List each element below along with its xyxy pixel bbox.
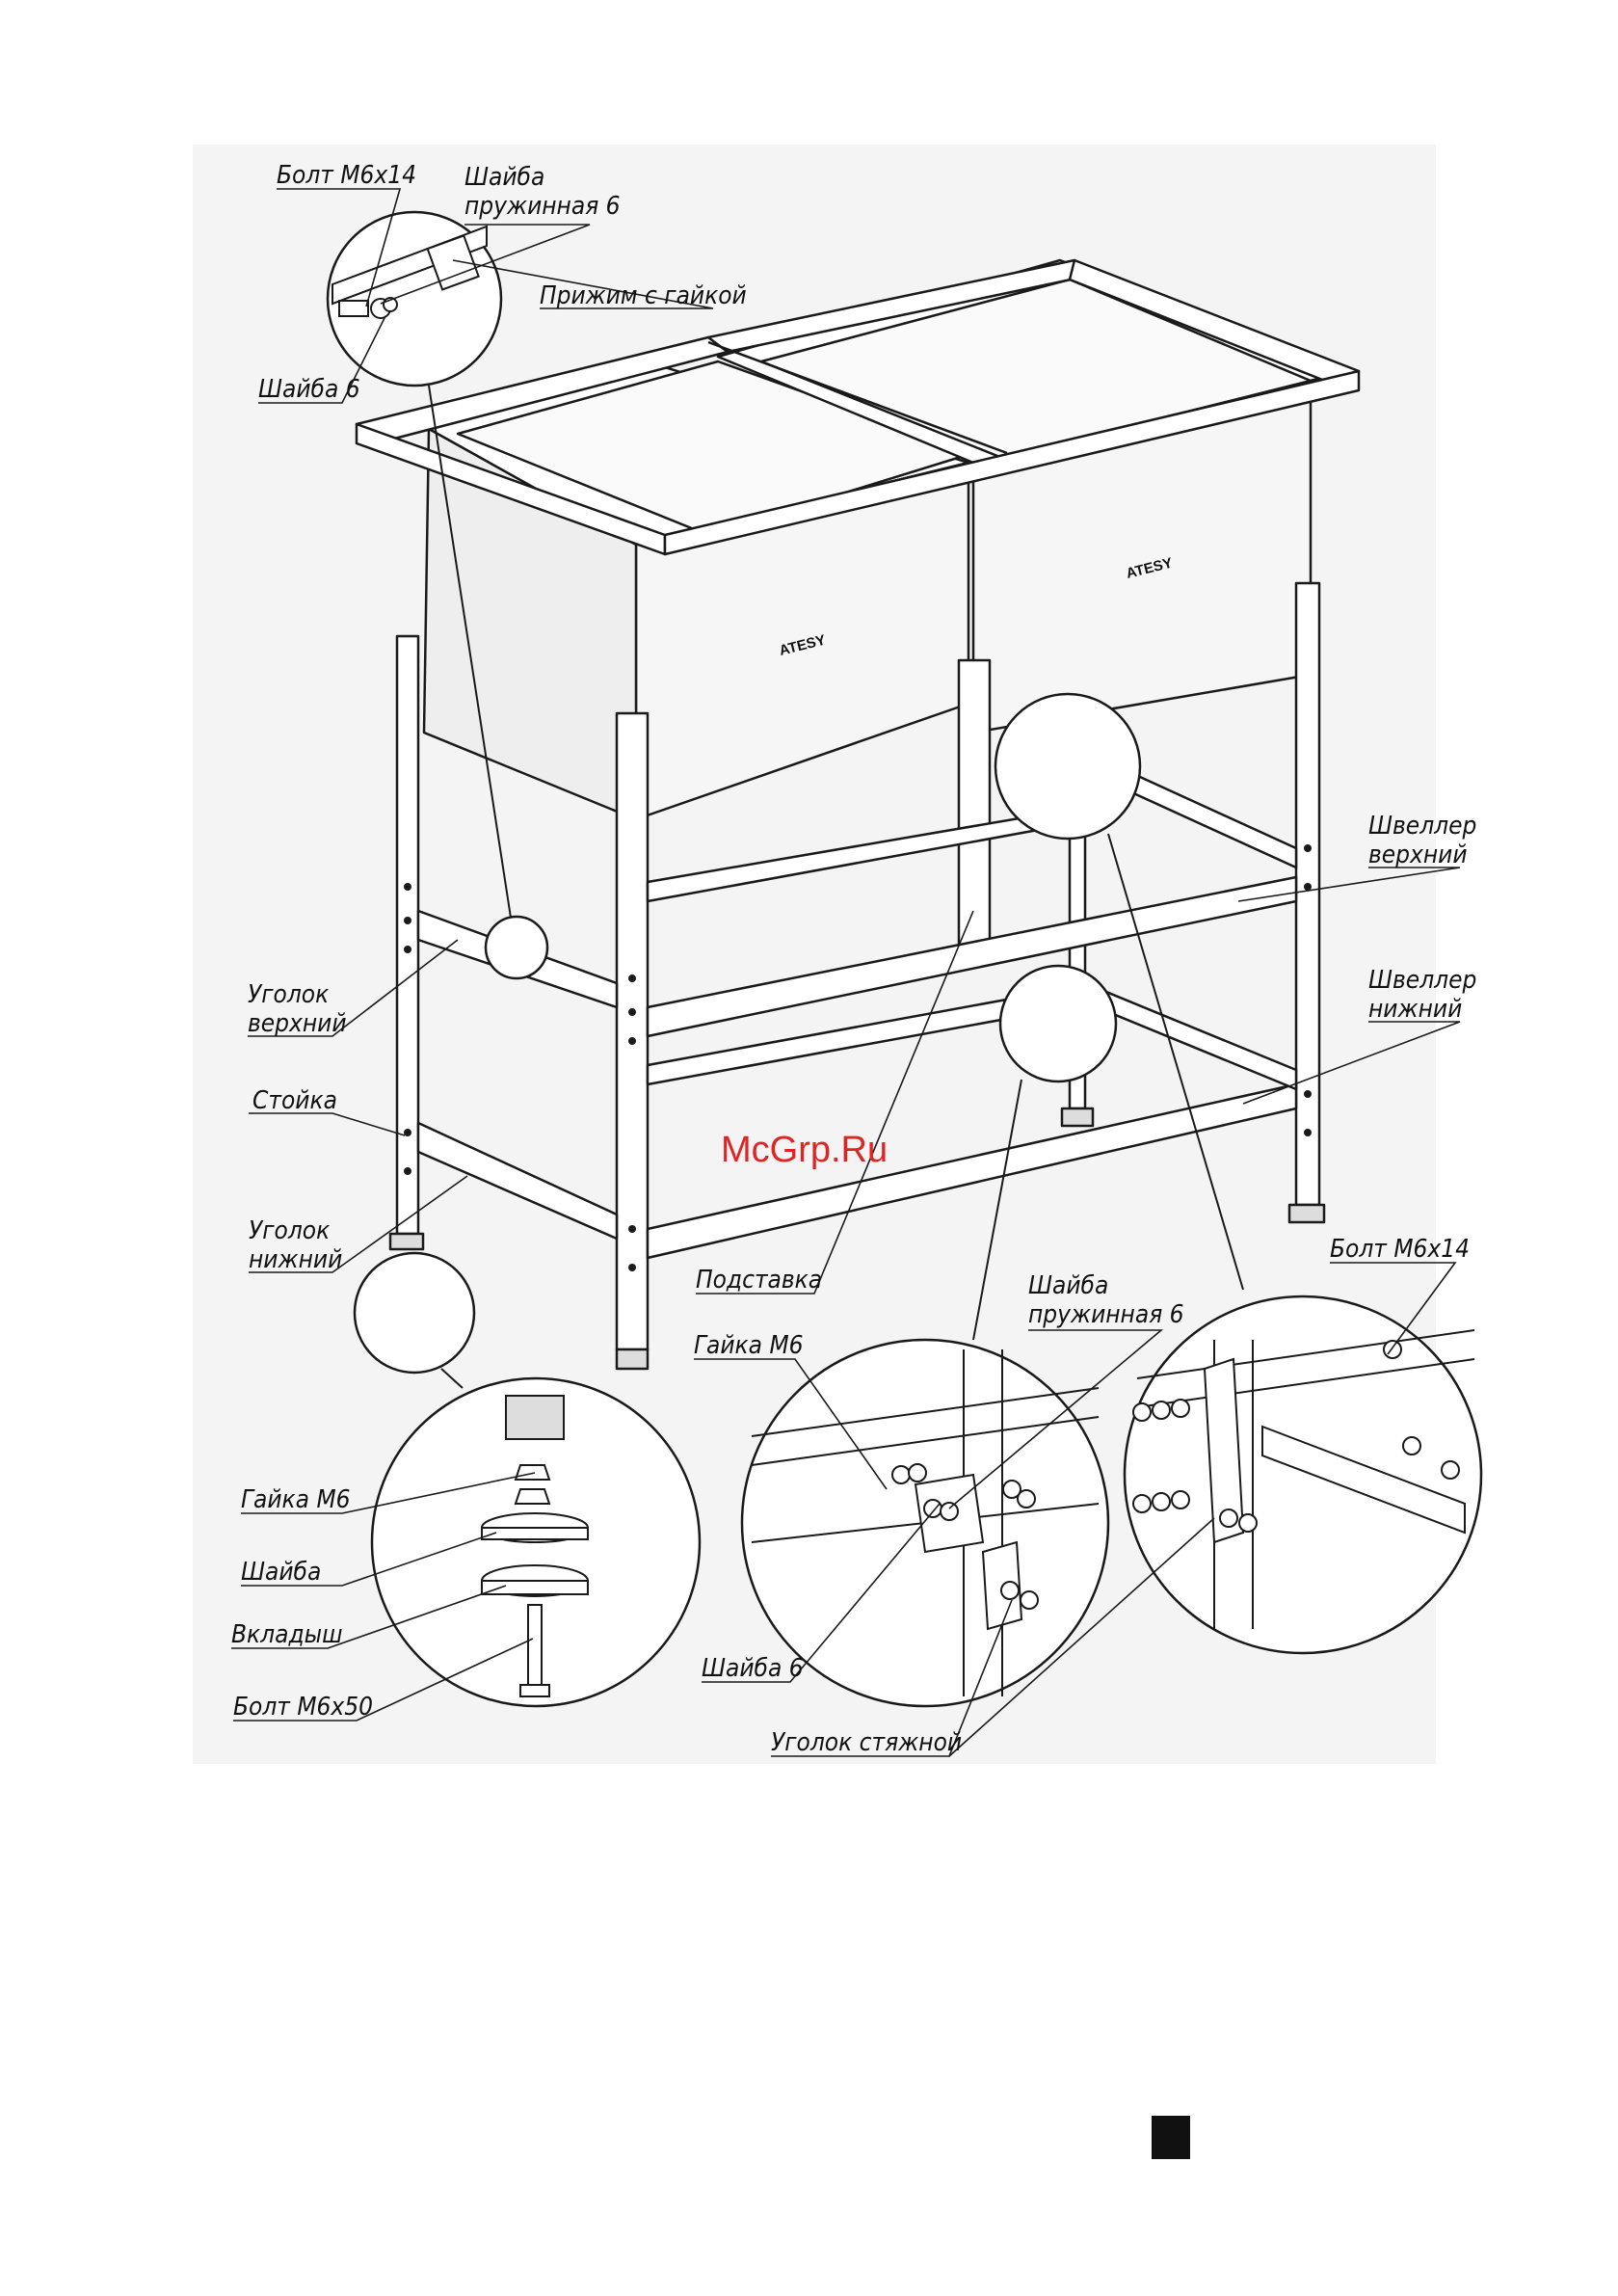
label-post: Стойка <box>252 1086 337 1115</box>
detail-right-corner <box>1125 1296 1481 1653</box>
label-bolt-m6x14-top: Болт М6х14 <box>277 161 416 190</box>
label-nut-m6-mid: Гайка М6 <box>694 1331 804 1360</box>
label-insert-foot: Вкладыш <box>231 1620 343 1649</box>
label-angle-upper-1: Уголок <box>248 980 329 1009</box>
post-middle <box>959 660 990 949</box>
post-front-right <box>1296 583 1319 1205</box>
label-channel-upper-1: Швеллер <box>1368 812 1476 841</box>
label-stand: Подставка <box>696 1266 822 1295</box>
post-front-left <box>617 713 648 1349</box>
label-tie-angle: Уголок стяжной <box>771 1728 962 1757</box>
label-channel-upper-2: верхний <box>1368 841 1468 869</box>
label-channel-lower-1: Швеллер <box>1368 966 1476 995</box>
label-washer6-mid: Шайба 6 <box>702 1654 804 1683</box>
detail-marker-foot <box>355 1253 474 1373</box>
label-channel-lower-2: нижний <box>1368 995 1462 1024</box>
label-bolt-m6x50: Болт М6х50 <box>233 1693 373 1722</box>
label-spring-washer-mid-2: пружинная 6 <box>1028 1300 1184 1329</box>
label-clamp-with-nut: Прижим с гайкой <box>540 281 747 310</box>
label-spring-washer-top-2: пружинная 6 <box>464 192 621 221</box>
label-washer6-top: Шайба 6 <box>258 375 360 404</box>
label-angle-lower-2: нижний <box>249 1245 342 1274</box>
detail-marker-angle <box>486 917 547 978</box>
foot-back-right <box>1062 1108 1093 1126</box>
foot-front-left <box>617 1349 648 1369</box>
label-spring-washer-top-1: Шайба <box>464 163 544 192</box>
page-marker <box>1152 2116 1190 2159</box>
foot-front-right <box>1289 1205 1324 1222</box>
label-angle-lower-1: Уголок <box>249 1216 330 1245</box>
label-washer-foot: Шайба <box>241 1558 321 1587</box>
post-back-left <box>397 636 418 1234</box>
detail-marker-upper <box>995 694 1140 839</box>
label-angle-upper-2: верхний <box>248 1009 347 1038</box>
label-bolt-m6x14-right: Болт М6х14 <box>1330 1235 1470 1264</box>
detail-marker-lower <box>1000 966 1116 1081</box>
label-spring-washer-mid-1: Шайба <box>1028 1271 1108 1300</box>
label-nut-m6-foot: Гайка М6 <box>241 1485 351 1514</box>
foot-back-left <box>390 1234 423 1249</box>
watermark: McGrp.Ru <box>721 1130 888 1170</box>
